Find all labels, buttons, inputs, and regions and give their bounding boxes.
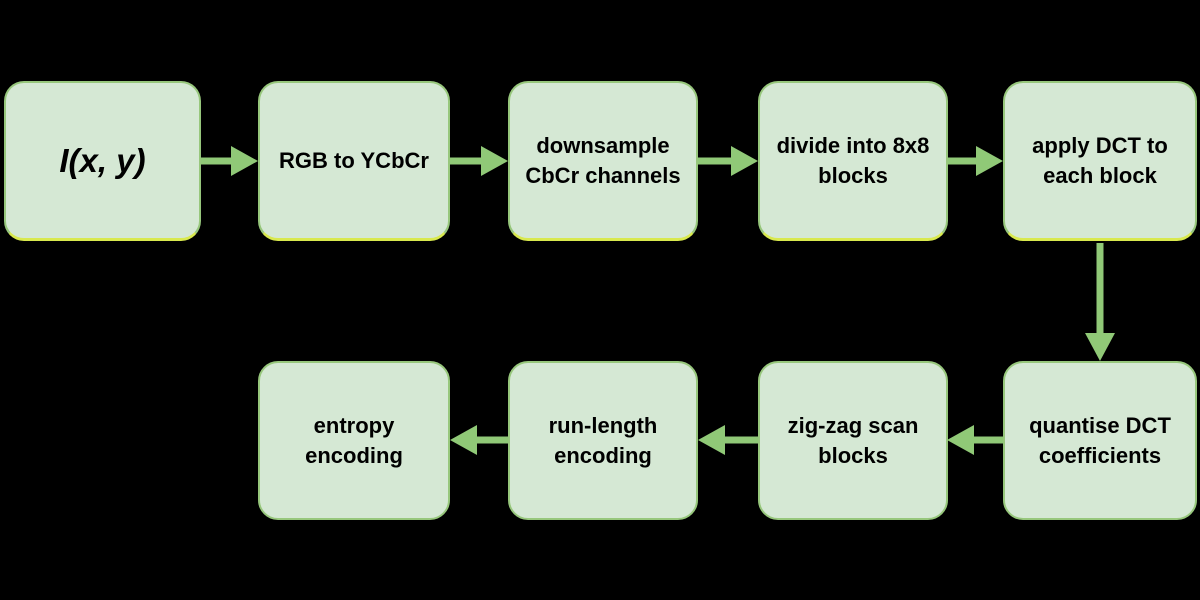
node-rgb-to-ycbcr: RGB to YCbCr	[258, 81, 450, 241]
node-downsample-label: downsample CbCr channels	[525, 132, 681, 188]
node-input: I(x, y)	[4, 81, 201, 241]
node-apply-dct: apply DCT to each block	[1003, 81, 1197, 241]
arrow-runlength-to-entropy-icon	[450, 425, 508, 455]
node-downsample: downsample CbCr channels	[508, 81, 698, 241]
node-quantise-label: quantise DCT coefficients	[1029, 412, 1171, 468]
arrow-dct-to-quantise-icon	[1085, 243, 1115, 361]
node-entropy: entropy encoding	[258, 361, 450, 520]
arrow-zigzag-to-runlength-icon	[698, 425, 758, 455]
node-divide-blocks-label: divide into 8x8 blocks	[776, 132, 930, 188]
arrow-downsample-to-divide-icon	[698, 146, 758, 176]
arrow-rgb-to-downsample-icon	[450, 146, 508, 176]
arrow-quantise-to-zigzag-icon	[947, 425, 1003, 455]
arrow-input-to-rgb-icon	[201, 146, 258, 176]
node-apply-dct-label: apply DCT to each block	[1032, 132, 1168, 188]
node-entropy-label: entropy encoding	[305, 412, 403, 468]
node-zigzag: zig-zag scan blocks	[758, 361, 948, 520]
node-input-label: I(x, y)	[59, 141, 146, 179]
node-quantise: quantise DCT coefficients	[1003, 361, 1197, 520]
node-runlength-label: run-length encoding	[548, 412, 658, 468]
node-divide-blocks: divide into 8x8 blocks	[758, 81, 948, 241]
node-zigzag-label: zig-zag scan blocks	[787, 412, 919, 468]
node-rgb-to-ycbcr-label: RGB to YCbCr	[279, 147, 429, 173]
node-runlength: run-length encoding	[508, 361, 698, 520]
arrow-divide-to-dct-icon	[948, 146, 1003, 176]
